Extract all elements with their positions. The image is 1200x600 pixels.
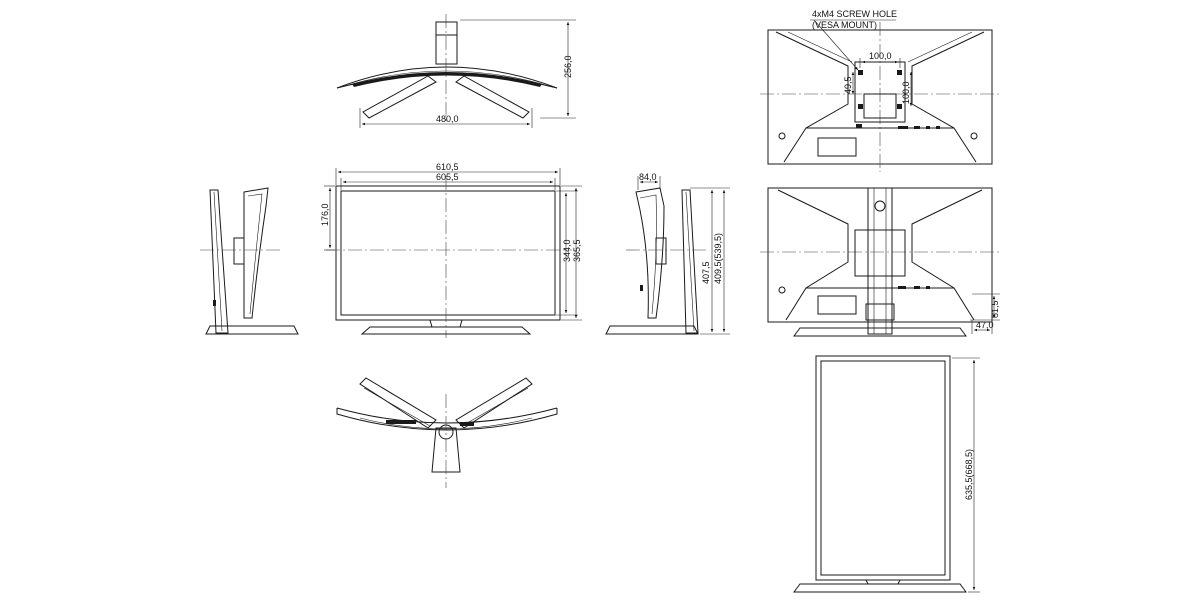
screw-hole-note: 4xM4 SCREW HOLE — [812, 9, 897, 19]
right-side-view: 84,0 407,5 409,5(539,5) — [605, 172, 730, 335]
dim-portrait-height: 635,5(668,5) — [964, 449, 974, 500]
front-view: 610,5 605,5 176,0 344,0 365,5 — [320, 162, 582, 338]
dim-foot-offset: 47,0 — [976, 320, 994, 330]
dim-screen-height: 344,0 — [562, 239, 572, 262]
dim-vesa-offset: 49,5 — [843, 76, 853, 94]
rear-view-stand: 81,5 47,0 — [760, 187, 1000, 337]
rear-view-vesa: 4xM4 SCREW HOLE (VESA MOUNT) 100,0 49,5 … — [760, 9, 1000, 172]
dim-stand-width: 480,0 — [436, 114, 459, 124]
vesa-mount-note: (VESA MOUNT) — [812, 20, 877, 30]
dim-height-min: 407,5 — [701, 261, 711, 284]
dim-screen-width: 605,5 — [436, 172, 459, 182]
dim-vesa-vertical: 100,0 — [901, 81, 911, 104]
bottom-view — [336, 377, 558, 488]
dim-foot-height: 81,5 — [990, 300, 1000, 318]
dim-overall-width: 610,5 — [436, 162, 459, 172]
dim-height-range: 409,5(539,5) — [713, 233, 723, 284]
portrait-view: 635,5(668,5) — [793, 355, 980, 593]
left-side-view — [200, 187, 299, 335]
dim-bezel-height: 365,5 — [572, 239, 582, 262]
dim-vesa-horizontal: 100,0 — [869, 51, 892, 61]
dim-top-depth: 256,0 — [563, 55, 573, 78]
dim-stand-depth: 84,0 — [639, 172, 657, 182]
dim-screen-offset: 176,0 — [320, 203, 330, 226]
top-view: 256,0 480,0 — [336, 14, 576, 128]
